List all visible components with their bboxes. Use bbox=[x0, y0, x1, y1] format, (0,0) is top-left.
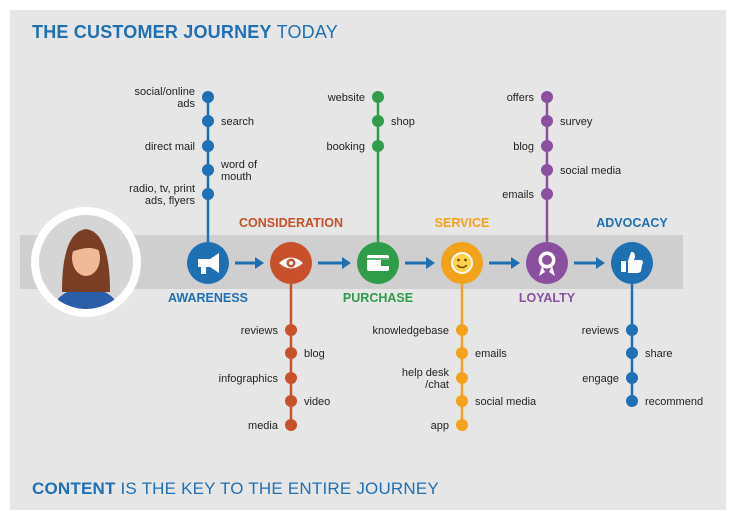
touchpoint-label: emails bbox=[475, 348, 507, 360]
touchpoint-dot bbox=[456, 372, 468, 384]
stage-node-loyalty bbox=[526, 242, 568, 284]
touchpoint-label: search bbox=[221, 116, 254, 128]
title-light: TODAY bbox=[276, 22, 338, 42]
touchpoint-dot bbox=[456, 395, 468, 407]
touchpoint-dot bbox=[202, 140, 214, 152]
stage-label-service: SERVICE bbox=[435, 216, 490, 230]
stage-label-awareness: AWARENESS bbox=[168, 291, 248, 305]
footer-tagline: CONTENT IS THE KEY TO THE ENTIRE JOURNEY bbox=[32, 479, 439, 499]
touchpoint-dot bbox=[202, 188, 214, 200]
touchpoint-dot bbox=[285, 347, 297, 359]
touchpoint-label: app bbox=[431, 420, 449, 432]
stage-node-purchase bbox=[357, 242, 399, 284]
arrow-head bbox=[255, 257, 264, 269]
touchpoint-label: knowledgebase bbox=[373, 325, 449, 337]
touchpoint-dot bbox=[541, 188, 553, 200]
footer-strong: CONTENT bbox=[32, 479, 116, 498]
touchpoint-dot bbox=[372, 115, 384, 127]
award-icon bbox=[538, 251, 556, 276]
touchpoint-dot bbox=[202, 91, 214, 103]
thumbs-up-icon bbox=[621, 251, 643, 273]
touchpoint-label: booking bbox=[326, 141, 365, 153]
wallet-icon bbox=[367, 255, 389, 271]
footer-light: IS THE KEY TO THE ENTIRE JOURNEY bbox=[120, 479, 439, 498]
stage-node-service bbox=[441, 242, 483, 284]
arrow-head bbox=[342, 257, 351, 269]
touchpoint-label: blog bbox=[513, 141, 534, 153]
touchpoint-dot bbox=[541, 91, 553, 103]
touchpoint-dot bbox=[372, 140, 384, 152]
touchpoint-dot bbox=[626, 324, 638, 336]
stage-label-consideration: CONSIDERATION bbox=[239, 216, 343, 230]
touchpoint-dot bbox=[285, 372, 297, 384]
touchpoint-dot bbox=[202, 115, 214, 127]
touchpoint-label: social media bbox=[560, 165, 622, 177]
person-avatar-icon bbox=[31, 207, 141, 317]
title-strong: THE CUSTOMER JOURNEY bbox=[32, 22, 272, 42]
touchpoint-dot bbox=[541, 164, 553, 176]
arrow-head bbox=[426, 257, 435, 269]
touchpoint-label: reviews bbox=[241, 325, 279, 337]
stage-label-purchase: PURCHASE bbox=[343, 291, 413, 305]
touchpoint-dot bbox=[626, 347, 638, 359]
touchpoint-label: offers bbox=[507, 92, 535, 104]
touchpoint-label: survey bbox=[560, 116, 593, 128]
touchpoint-label: engage bbox=[582, 373, 619, 385]
page-title: THE CUSTOMER JOURNEY TODAY bbox=[32, 22, 338, 43]
touchpoint-dot bbox=[202, 164, 214, 176]
stage-label-loyalty: LOYALTY bbox=[519, 291, 576, 305]
touchpoint-label: website bbox=[327, 92, 365, 104]
eye-icon bbox=[279, 257, 303, 269]
stage-node-awareness bbox=[187, 242, 229, 284]
touchpoint-dot bbox=[372, 91, 384, 103]
stage-node-advocacy bbox=[611, 242, 653, 284]
touchpoint-dot bbox=[626, 395, 638, 407]
touchpoint-dot bbox=[626, 372, 638, 384]
touchpoint-dot bbox=[541, 140, 553, 152]
touchpoint-label: recommend bbox=[645, 396, 703, 408]
touchpoint-dot bbox=[541, 115, 553, 127]
touchpoint-label: reviews bbox=[582, 325, 620, 337]
touchpoint-dot bbox=[285, 395, 297, 407]
touchpoint-label: media bbox=[248, 420, 279, 432]
touchpoint-label: shop bbox=[391, 116, 415, 128]
touchpoint-label: blog bbox=[304, 348, 325, 360]
touchpoint-dot bbox=[285, 324, 297, 336]
touchpoint-label: social media bbox=[475, 396, 537, 408]
touchpoint-label: help desk/chat bbox=[402, 367, 450, 391]
touchpoint-dot bbox=[285, 419, 297, 431]
touchpoint-label: video bbox=[304, 396, 330, 408]
touchpoint-label: share bbox=[645, 348, 673, 360]
arrow-head bbox=[596, 257, 605, 269]
touchpoint-label: emails bbox=[502, 189, 534, 201]
smiley-icon bbox=[451, 252, 473, 274]
touchpoint-dot bbox=[456, 347, 468, 359]
megaphone-icon bbox=[198, 253, 219, 274]
stage-node-consideration bbox=[270, 242, 312, 284]
touchpoint-label: infographics bbox=[219, 373, 279, 385]
touchpoint-label: direct mail bbox=[145, 141, 195, 153]
arrow-head bbox=[511, 257, 520, 269]
touchpoint-dot bbox=[456, 419, 468, 431]
touchpoint-dot bbox=[456, 324, 468, 336]
stage-label-advocacy: ADVOCACY bbox=[596, 216, 668, 230]
